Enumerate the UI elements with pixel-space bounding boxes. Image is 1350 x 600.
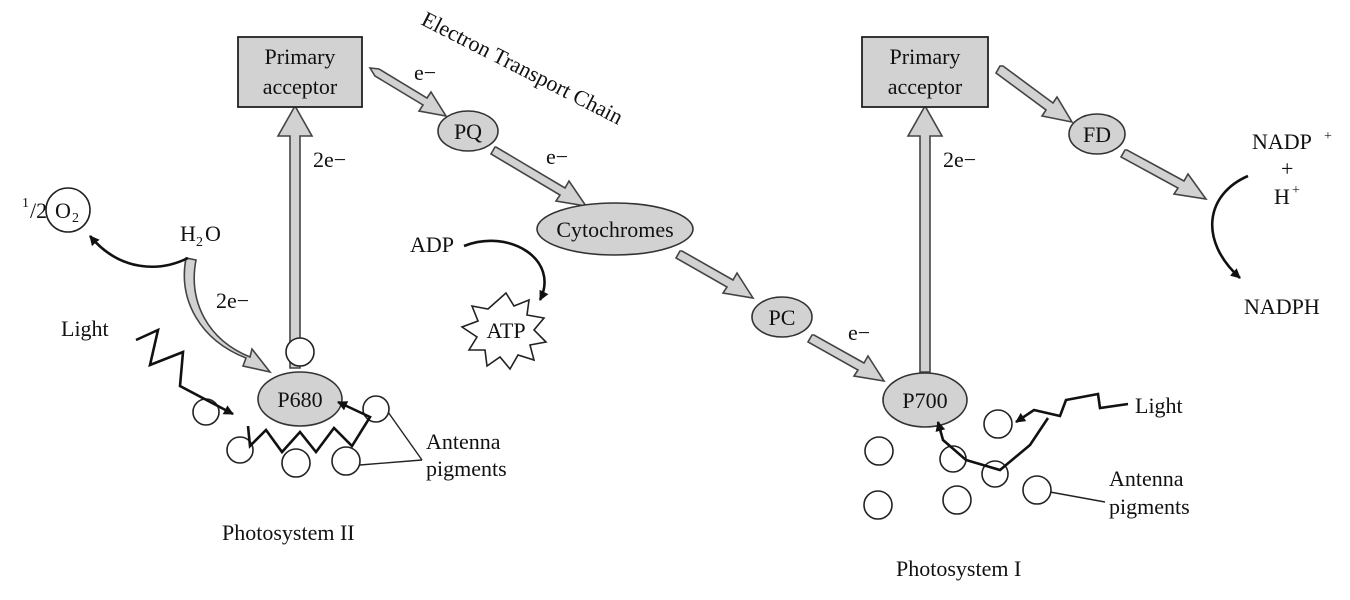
antenna-label-psi-line1: Antenna	[1109, 466, 1184, 491]
acceptor-psi-line2: acceptor	[888, 74, 963, 99]
svg-text:+: +	[1292, 183, 1300, 198]
light-bolt-psi-transfer	[935, 417, 1050, 472]
water-molecule: H 2 O	[180, 221, 221, 250]
light-label-psi: Light	[1135, 393, 1183, 418]
arrow-water-to-p680	[183, 257, 273, 374]
acceptor-psii-line1: Primary	[265, 44, 336, 69]
svg-text:Cytochromes: Cytochromes	[556, 217, 673, 242]
label-e-acceptor-pq: e−	[414, 60, 436, 85]
proton-label: H +	[1274, 183, 1300, 209]
acceptor-psii-line2: acceptor	[263, 74, 338, 99]
svg-text:/2: /2	[30, 198, 47, 223]
label-e-pq-cyt: e−	[546, 144, 568, 169]
svg-text:H: H	[1274, 184, 1290, 209]
label-2e-water: 2e−	[216, 288, 249, 313]
svg-text:NADP: NADP	[1252, 129, 1312, 154]
atp-burst: ATP	[460, 291, 548, 371]
svg-text:P680: P680	[277, 387, 322, 412]
arrow-pq-to-cytochromes	[489, 146, 588, 208]
fd-carrier: FD	[1068, 113, 1126, 155]
arrow-acceptor-to-fd	[994, 65, 1074, 124]
antenna-pigments-psi	[863, 409, 1052, 520]
acceptor-psi-line1: Primary	[890, 44, 961, 69]
svg-text:H: H	[180, 221, 196, 246]
svg-text:PC: PC	[769, 305, 796, 330]
arrow-p700-to-acceptor	[906, 104, 944, 373]
adp-to-atp-arrow	[463, 239, 549, 301]
acceptor-box-psi: Primary acceptor	[861, 36, 989, 108]
photosystem-i-label: Photosystem I	[896, 556, 1021, 581]
adp-label: ADP	[410, 232, 454, 257]
arrow-acceptor-to-pq	[368, 67, 448, 118]
acceptor-box-psii: Primary acceptor	[237, 36, 363, 108]
light-bolt-psi-incoming	[1015, 392, 1129, 424]
arrow-cytochromes-to-pc	[674, 250, 755, 300]
label-e-pc-p700: e−	[848, 320, 870, 345]
light-bolt-psii-incoming	[135, 327, 234, 416]
nadp-to-nadph-arrow	[1210, 174, 1249, 279]
light-bolt-psii-transfer	[246, 400, 372, 455]
svg-text:O: O	[205, 221, 221, 246]
antenna-pointer-psii-b	[359, 459, 423, 466]
water-to-oxygen-arrow	[89, 235, 189, 268]
svg-text:P700: P700	[902, 388, 947, 413]
antenna-pointer-psii-a	[387, 411, 423, 461]
arrow-p680-to-acceptor	[276, 104, 314, 369]
p700-reaction-center: P700	[882, 372, 968, 428]
svg-text:O: O	[55, 198, 71, 223]
label-2e-psii-up: 2e−	[313, 147, 346, 172]
svg-text:ATP: ATP	[486, 318, 525, 343]
arrow-fd-to-nadp	[1119, 149, 1208, 201]
antenna-label-psii-line2: pigments	[426, 456, 507, 481]
antenna-pigments-psii	[192, 337, 390, 478]
pq-carrier: PQ	[437, 110, 499, 152]
antenna-label-psi-line2: pigments	[1109, 494, 1190, 519]
svg-text:1: 1	[22, 196, 29, 211]
nadp-label: NADP +	[1252, 129, 1332, 154]
p680-reaction-center: P680	[257, 371, 343, 427]
photosystem-ii-label: Photosystem II	[222, 520, 355, 545]
antenna-label-psii-line1: Antenna	[426, 429, 501, 454]
label-2e-psi-up: 2e−	[943, 147, 976, 172]
plus-sign: +	[1281, 156, 1293, 181]
arrow-pc-to-p700	[806, 334, 886, 383]
cytochromes-complex: Cytochromes	[536, 202, 694, 256]
svg-text:PQ: PQ	[454, 119, 482, 144]
svg-text:+: +	[1324, 129, 1332, 144]
svg-text:2: 2	[196, 235, 203, 250]
pc-carrier: PC	[751, 296, 813, 338]
svg-text:FD: FD	[1083, 122, 1111, 147]
nadph-label: NADPH	[1244, 294, 1320, 319]
light-label-psii: Light	[61, 316, 109, 341]
oxygen-product: 1 /2 O 2	[22, 187, 91, 233]
svg-text:2: 2	[72, 211, 79, 226]
chain-title: Electron Transport Chain	[418, 6, 628, 129]
antenna-pointer-psi	[1049, 491, 1106, 503]
